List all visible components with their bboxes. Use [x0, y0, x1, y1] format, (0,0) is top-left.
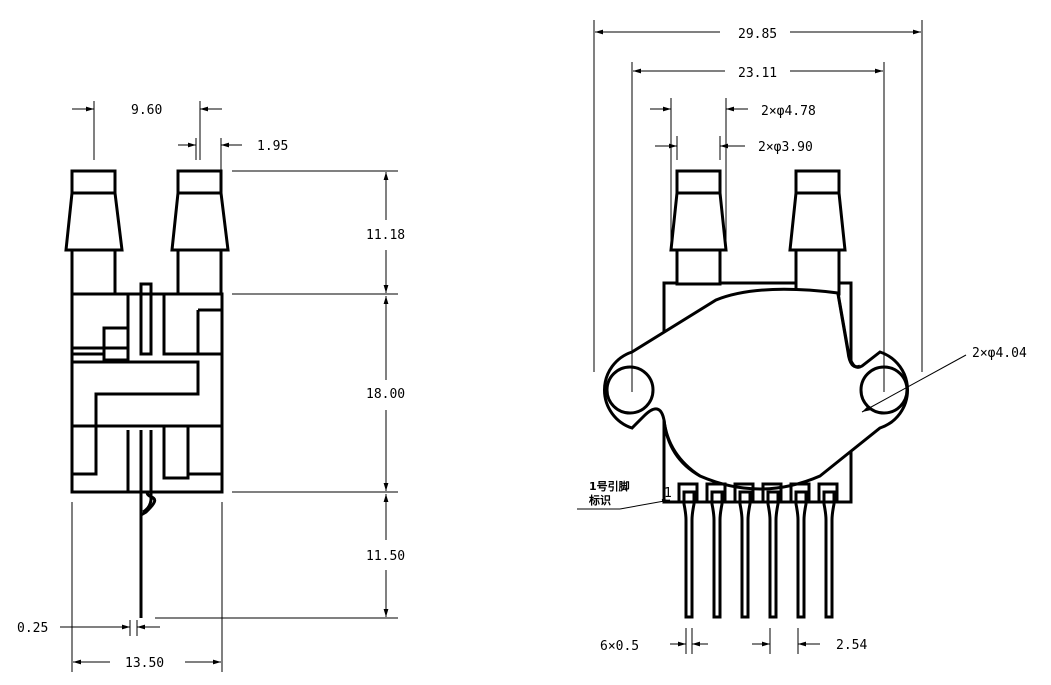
pin-1	[677, 482, 699, 619]
dim-tip-width: 1.95	[178, 138, 288, 170]
pin-row	[677, 482, 839, 619]
dim-label-body-width: 13.50	[125, 656, 164, 671]
pin-2	[705, 482, 727, 619]
dim-label-port-spacing: 9.60	[131, 103, 162, 118]
dim-label-pin-width: 6×0.5	[600, 639, 639, 654]
dim-label-port-height: 11.18	[366, 228, 405, 243]
dim-pin-pitch: 2.54	[752, 628, 867, 654]
dim-hole-spacing: 23.11	[631, 62, 885, 392]
dim-label-hole-spacing: 23.11	[738, 66, 777, 81]
pin1-label-line1: 1号引脚	[589, 479, 630, 493]
pin-5	[789, 482, 811, 619]
dim-label-port-outer: 2×φ4.78	[761, 104, 816, 119]
dim-port-inner: 2×φ3.90	[655, 136, 813, 160]
dim-port-outer: 2×φ4.78	[650, 98, 816, 250]
dim-label-port-inner: 2×φ3.90	[758, 140, 813, 155]
side-view: 9.60 1.95 11.18 18.00 11.50	[17, 101, 405, 672]
pin1-label-line2: 标识	[588, 493, 611, 507]
pin1-marker: 1号引脚 标识 1	[577, 479, 672, 510]
right-port	[170, 169, 230, 296]
front-right-port	[788, 169, 847, 296]
dim-vertical-stack: 11.18 18.00 11.50	[155, 170, 405, 619]
dim-label-overall-width: 29.85	[738, 27, 777, 42]
dim-pin-width: 6×0.5	[600, 628, 708, 654]
pin-3	[733, 482, 755, 619]
side-body	[70, 282, 224, 494]
dim-label-lead-thickness: 0.25	[17, 621, 48, 636]
left-mount-hole	[605, 365, 655, 415]
dim-label-mount-hole: 2×φ4.04	[972, 346, 1027, 361]
dim-label-body-height: 18.00	[366, 387, 405, 402]
dim-label-pin-pitch: 2.54	[836, 638, 867, 653]
dim-port-spacing: 9.60	[72, 101, 222, 160]
dim-overall-width: 29.85	[593, 20, 923, 372]
side-lead	[139, 491, 157, 618]
dim-label-tip-width: 1.95	[257, 139, 288, 154]
left-port	[64, 169, 124, 296]
pin-6	[817, 482, 839, 619]
front-left-port	[669, 169, 728, 286]
dim-mount-hole: 2×φ4.04	[861, 346, 1027, 413]
pin-4	[761, 482, 783, 619]
pin1-number: 1	[664, 486, 672, 501]
dim-label-lead-length: 11.50	[366, 549, 405, 564]
front-view: 29.85 23.11 2×φ4.78 2×φ3.90 2×φ4.04	[577, 20, 1027, 654]
dim-bottom: 0.25 13.50	[17, 502, 223, 672]
